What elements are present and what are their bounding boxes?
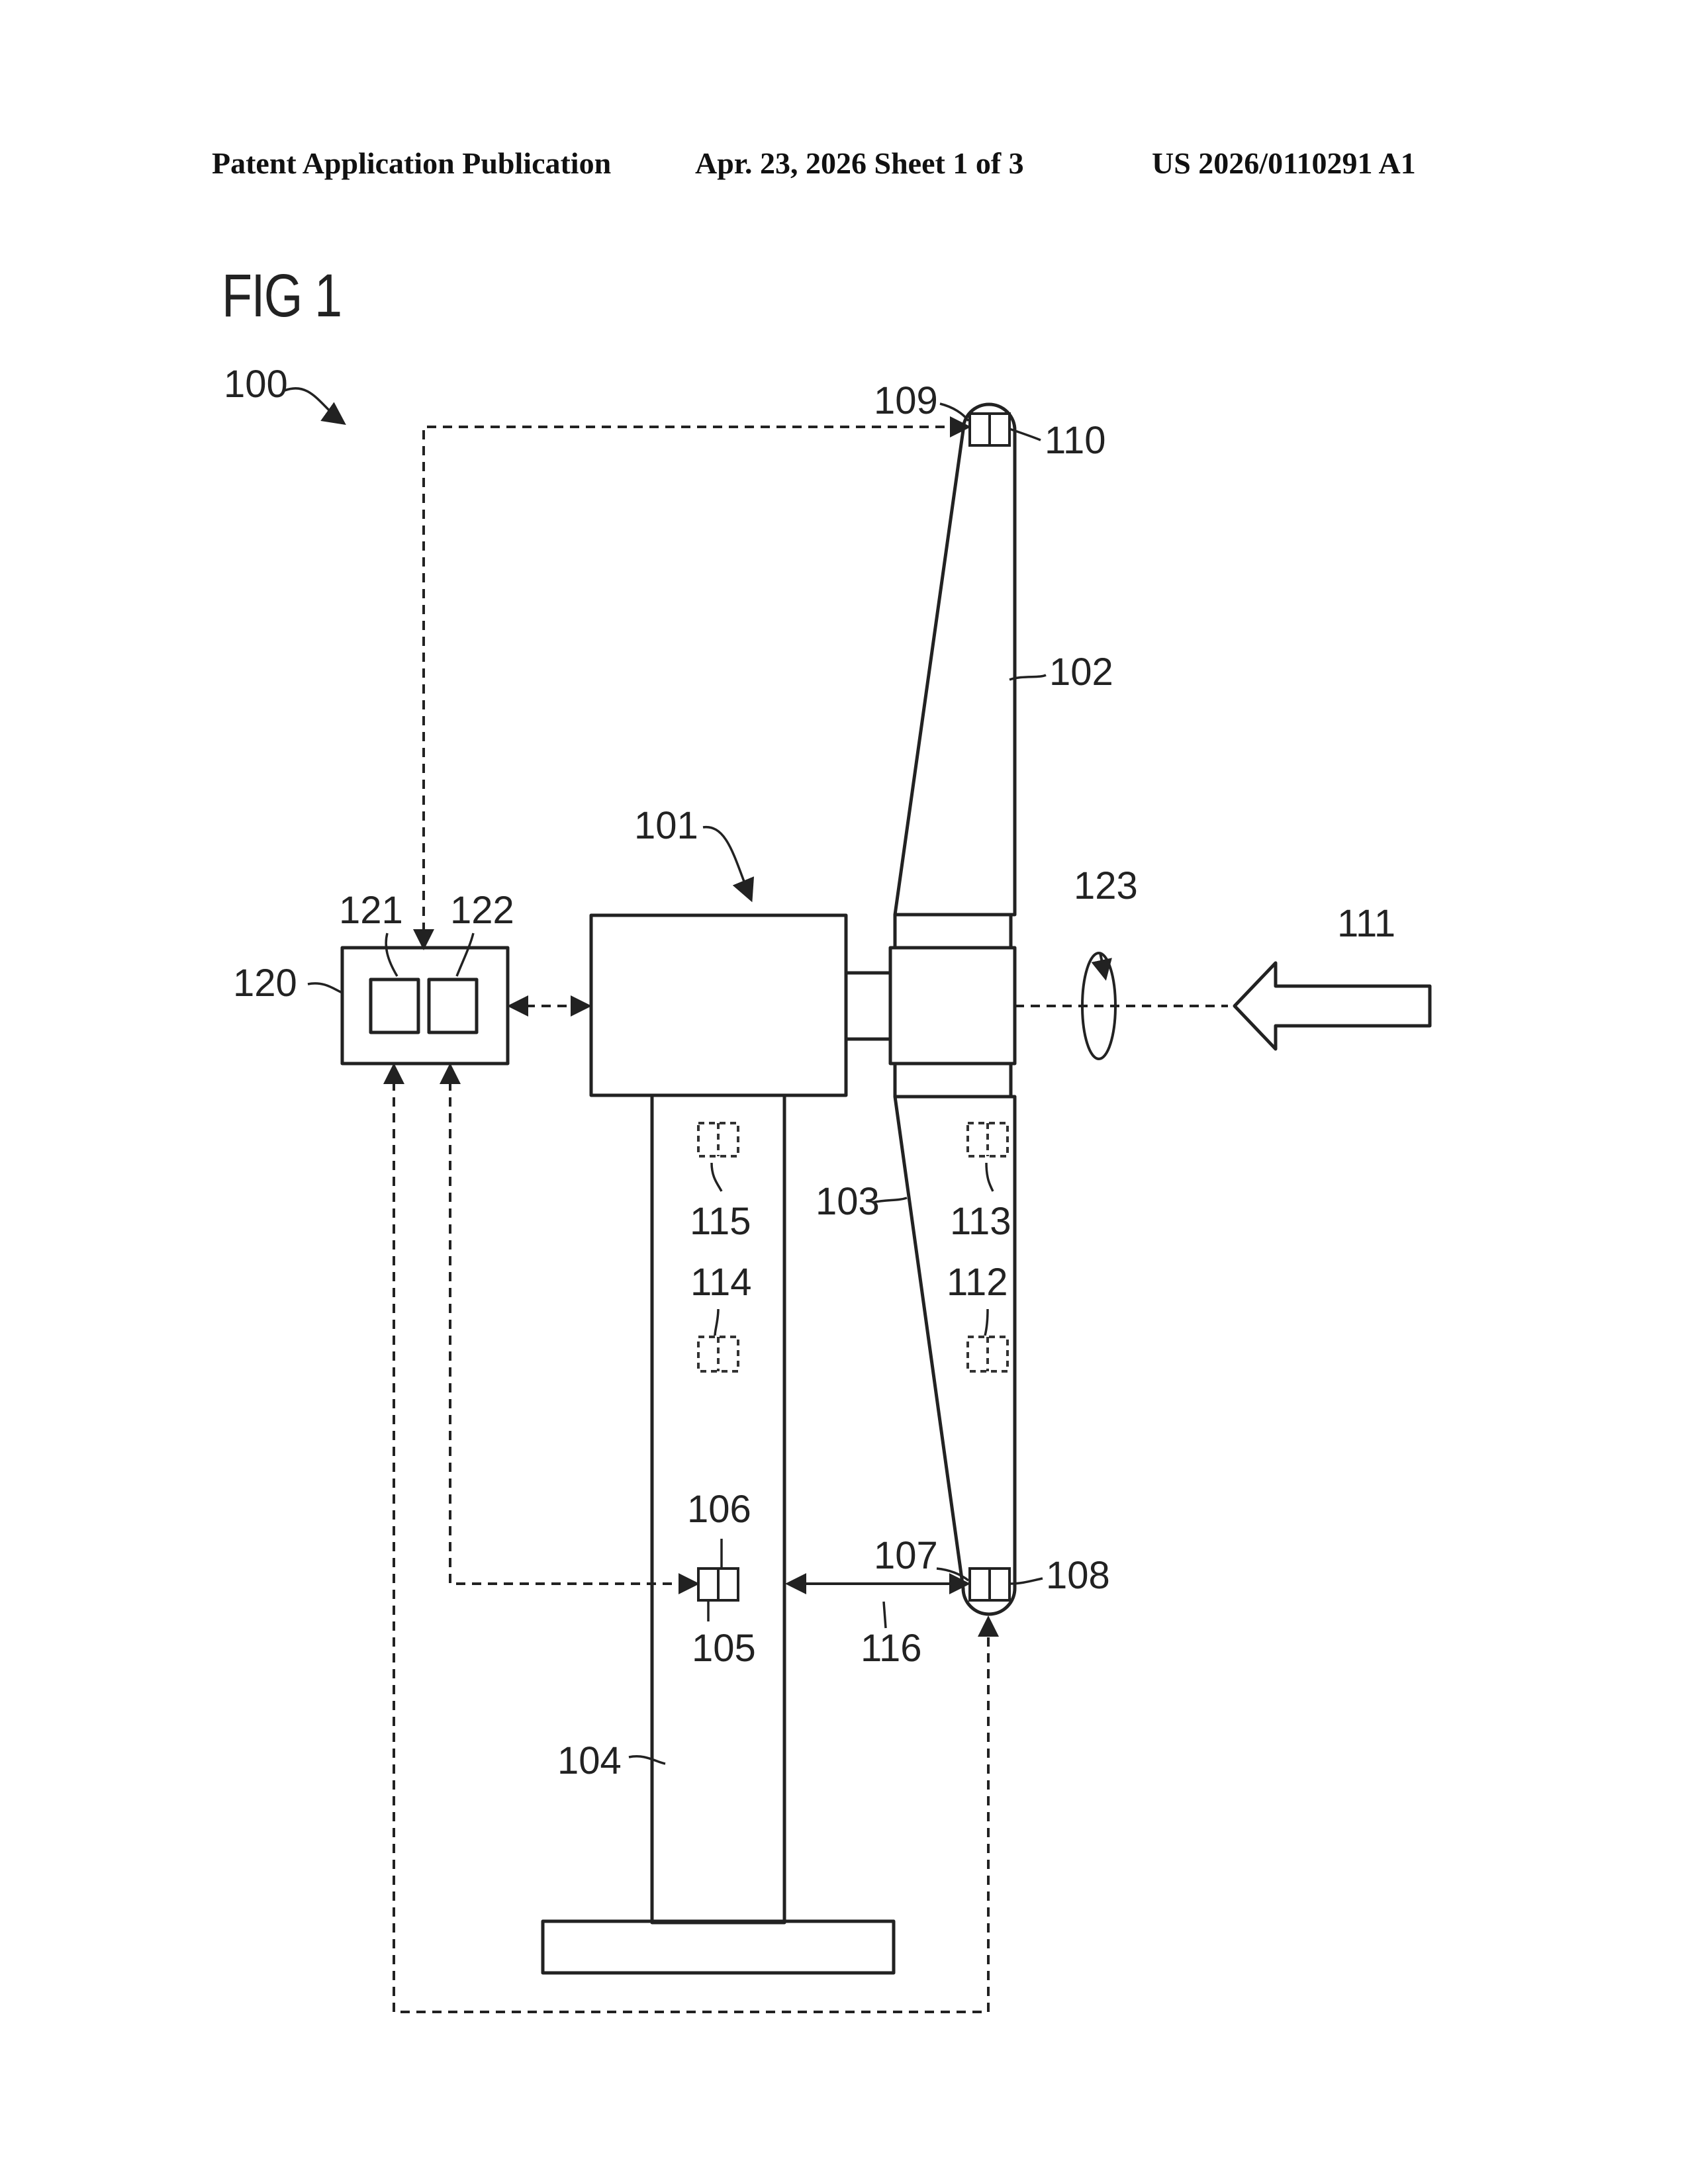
sensor-107 [970, 1569, 990, 1600]
ref-101: 101 [634, 804, 698, 847]
blade-102 [895, 404, 1015, 915]
module-121 [371, 979, 418, 1032]
signal-line-top [424, 427, 968, 948]
module-122 [429, 979, 477, 1032]
control-unit-120 [342, 948, 508, 1064]
sensor-109 [970, 414, 990, 445]
ref-113: 113 [950, 1200, 1011, 1243]
ref-112: 112 [947, 1261, 1008, 1304]
ref-120: 120 [233, 962, 297, 1005]
sensor-105 [718, 1569, 738, 1600]
ref-110: 110 [1045, 419, 1105, 462]
blade-root-lower [895, 1064, 1011, 1097]
sensor-110 [990, 414, 1009, 445]
ref-115: 115 [690, 1200, 751, 1243]
rotor-hub [890, 948, 1015, 1064]
ref-104: 104 [557, 1739, 622, 1782]
blade-root-upper [895, 915, 1011, 948]
ref-107: 107 [874, 1534, 938, 1577]
rotor-shaft [846, 973, 890, 1039]
ref-121: 121 [339, 889, 403, 932]
sensor-108 [990, 1569, 1009, 1600]
ref-111: 111 [1337, 902, 1395, 945]
ref-100: 100 [224, 363, 288, 406]
ref-103: 103 [816, 1180, 880, 1223]
ref-109: 109 [874, 379, 938, 422]
wind-arrow-111 [1235, 963, 1430, 1049]
ref-105: 105 [692, 1627, 756, 1670]
ref-102: 102 [1049, 651, 1113, 694]
nacelle-101 [591, 915, 846, 1095]
ref-116: 116 [861, 1627, 921, 1670]
ref-123: 123 [1074, 864, 1138, 907]
ref-106: 106 [687, 1488, 751, 1531]
ref-108: 108 [1046, 1554, 1110, 1597]
sensor-106 [698, 1569, 718, 1600]
signal-line-tower-sensor [450, 1066, 697, 1584]
ref-122: 122 [450, 889, 514, 932]
ref-114: 114 [690, 1261, 751, 1304]
tower-foundation [543, 1921, 894, 1973]
